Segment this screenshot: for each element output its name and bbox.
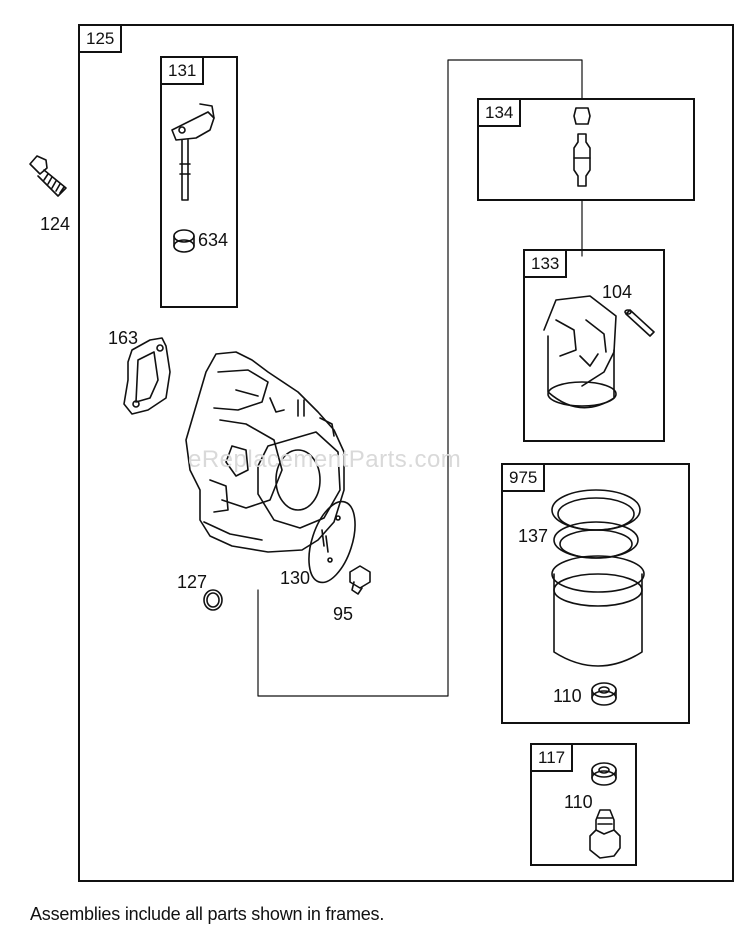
part-number-110-nut: 110 (564, 792, 593, 812)
frame-133: 133 (523, 249, 665, 442)
bolt-124 (29, 155, 67, 197)
throttle-plate-130 (308, 500, 356, 584)
pin-104 (624, 309, 655, 337)
o-ring-127 (203, 589, 223, 611)
part-number-110-bowl: 110 (553, 686, 582, 706)
washer-110-bowl (591, 682, 617, 706)
frame-125: 125 (78, 24, 734, 882)
part-number-130: 130 (280, 568, 311, 588)
part-number-95: 95 (333, 604, 354, 624)
frame-label-975: 975 (501, 463, 546, 492)
part-number-137: 137 (518, 526, 549, 546)
frame-label-117: 117 (530, 743, 574, 772)
frame-975: 975 (501, 463, 690, 724)
part-number-104: 104 (602, 282, 633, 302)
frame-label-133: 133 (523, 249, 568, 278)
footer-note: Assemblies include all parts shown in fr… (30, 904, 385, 924)
choke-shaft-131 (171, 103, 215, 201)
watermark: eReplacementParts.com (188, 446, 462, 473)
bowl-nut-117 (589, 809, 621, 859)
washer-110-nut (591, 762, 617, 786)
frame-117: 117 (530, 743, 637, 866)
frame-label-131: 131 (160, 56, 205, 85)
float-133 (543, 295, 617, 409)
fuel-bowl (551, 555, 645, 667)
assembly-connector-lines (257, 59, 583, 697)
carburetor-body (185, 351, 345, 553)
part-number-634: 634 (198, 230, 229, 250)
gasket-163 (123, 337, 171, 415)
frame-134: 134 (477, 98, 695, 201)
o-ring-137 (551, 489, 641, 559)
part-number-163: 163 (108, 328, 139, 348)
frame-label-134: 134 (477, 98, 522, 127)
frame-131: 131 (160, 56, 238, 308)
screw-95 (349, 565, 371, 595)
part-number-127: 127 (177, 572, 208, 592)
frame-label-125: 125 (78, 24, 123, 53)
seal-634 (173, 229, 195, 253)
part-number-124: 124 (40, 214, 71, 234)
needle-valve-134 (573, 107, 591, 187)
